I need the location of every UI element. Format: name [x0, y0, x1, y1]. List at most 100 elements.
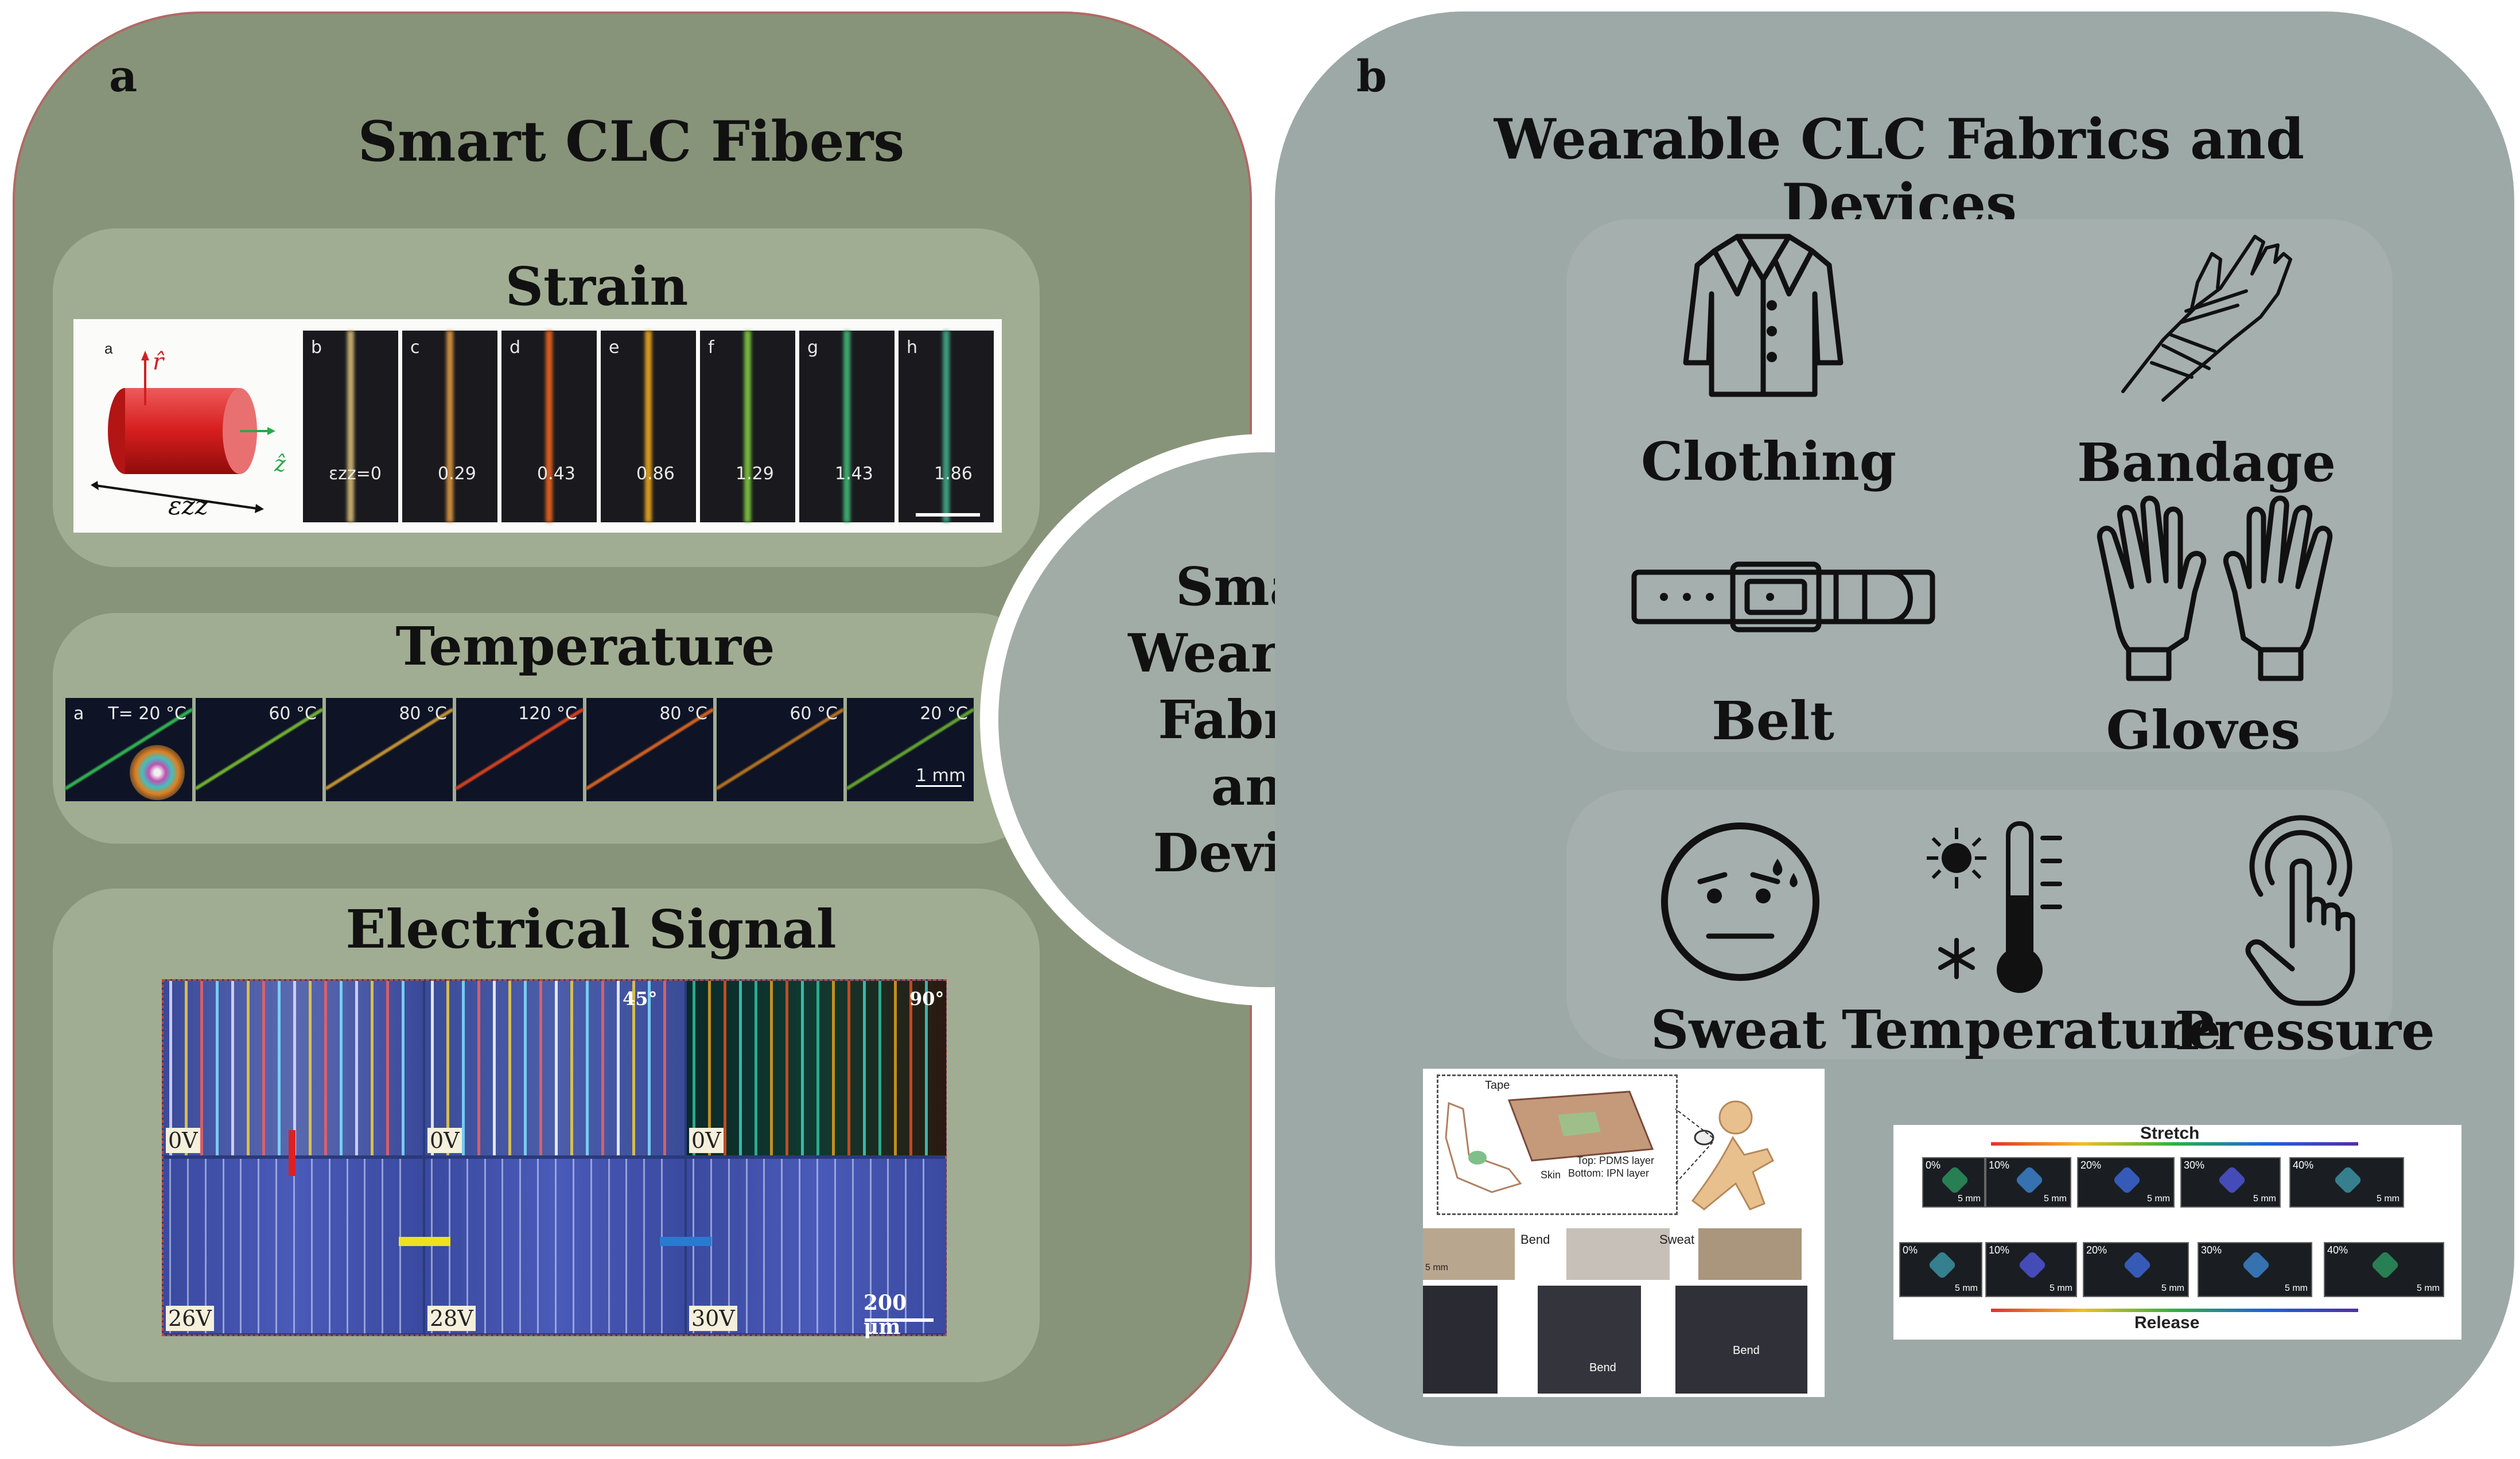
- stretch-percent: 40%: [2293, 1159, 2314, 1171]
- polarizer-angle-45: 45°: [623, 988, 658, 1010]
- stripe-line: [847, 981, 850, 1155]
- bend-label-1: Bend: [1589, 1361, 1616, 1374]
- electrical-panel: 0V: [687, 981, 946, 1155]
- sweat-photo-3: [1698, 1228, 1802, 1280]
- strain-frame: d 0.43: [501, 331, 597, 522]
- stripe-line: [340, 981, 343, 1155]
- stripe-line: [648, 981, 651, 1155]
- stretch-scale-label: 5 mm: [2285, 1283, 2308, 1293]
- panel-a-title: Smart CLC Fibers: [357, 109, 905, 174]
- strain-frame-letter: d: [510, 337, 521, 358]
- stripe-line: [501, 1159, 504, 1333]
- sweat-label: Sweat: [1650, 999, 1827, 1061]
- stretch-sample: [2112, 1165, 2142, 1195]
- stretch-percent: 20%: [2080, 1159, 2102, 1171]
- bend-photo-1: [1423, 1286, 1498, 1394]
- bend-arrow-label: Bend: [1520, 1232, 1550, 1247]
- temperature-frame-value: 60 °C: [790, 704, 838, 724]
- stripe-line: [493, 981, 496, 1155]
- stripe-line: [693, 981, 695, 1155]
- stretch-sample: [2217, 1165, 2246, 1195]
- stretch-scale-label: 5 mm: [2377, 1194, 2400, 1204]
- temperature-frame-value: 80 °C: [399, 704, 447, 724]
- strain-frame-value: 0.86: [636, 464, 675, 484]
- stripe-line: [200, 981, 203, 1155]
- stripe-line: [431, 1159, 433, 1333]
- belt-icon: [1631, 561, 1935, 633]
- stretch-frame: 0%5 mm: [1922, 1157, 1985, 1208]
- bend-photo-3: [1675, 1286, 1807, 1394]
- r-hat-label: r̂: [153, 349, 164, 375]
- stripe-line: [293, 1159, 295, 1333]
- stripe-line: [216, 981, 219, 1155]
- stripe-line: [832, 981, 835, 1155]
- stripe-line: [770, 981, 773, 1155]
- voltage-label: 0V: [166, 1128, 200, 1153]
- bandage-icon: [2121, 235, 2292, 402]
- sweat-photo-2: [1566, 1228, 1670, 1280]
- strain-frame-value: 0.29: [438, 464, 476, 484]
- stretch-frame: 0%5 mm: [1899, 1242, 1982, 1297]
- stripe-line: [231, 981, 234, 1155]
- stripe-line: [324, 981, 327, 1155]
- stripe-line: [382, 1159, 384, 1333]
- stripe-line: [293, 981, 296, 1155]
- stripe-line: [328, 1159, 330, 1333]
- stripe-line: [816, 1159, 818, 1333]
- stripe-line: [878, 981, 881, 1155]
- strain-frame-letter: g: [807, 337, 819, 358]
- strain-frame-value: 1.29: [736, 464, 774, 484]
- stripe-line: [371, 981, 374, 1155]
- bottom-layer-label: Bottom: IPN layer: [1568, 1167, 1650, 1179]
- temperature-frame: 80 °C: [585, 698, 714, 801]
- stripe-line: [851, 1159, 854, 1333]
- stripe-line: [310, 1159, 313, 1333]
- strain-frame-value: 0.43: [537, 464, 575, 484]
- stripe-line: [258, 1159, 260, 1333]
- fiber-line: [943, 331, 950, 522]
- stripe-line: [708, 981, 711, 1155]
- temperature-frame-value: 60 °C: [269, 704, 317, 724]
- stretch-percent: 30%: [2184, 1159, 2205, 1171]
- stretch-frame: 40%5 mm: [2324, 1242, 2444, 1297]
- conoscopic-inset: [130, 745, 185, 800]
- stripe-line: [739, 981, 742, 1155]
- sweat-arrow-label: Sweat: [1659, 1232, 1695, 1247]
- stretch-scale-label: 5 mm: [2050, 1283, 2072, 1293]
- stripe-line: [508, 981, 511, 1155]
- stripe-line: [834, 1159, 836, 1333]
- fiber-line: [347, 331, 354, 522]
- voltage-label: 0V: [427, 1128, 462, 1153]
- polarizer-angle-90: 90°: [909, 988, 944, 1010]
- strain-scale-bar: [916, 513, 980, 517]
- stripe-line: [539, 981, 542, 1155]
- garments-box: [1566, 219, 2393, 752]
- electrical-panel: 0V: [164, 981, 423, 1155]
- fiber-line: [744, 331, 751, 522]
- stripe-line: [386, 981, 389, 1155]
- sweat-scale-label: 5 mm: [1425, 1263, 1448, 1272]
- stripe-line: [632, 981, 635, 1155]
- stripe-line: [785, 981, 788, 1155]
- stripe-line: [799, 1159, 801, 1333]
- stripe-line: [448, 1159, 450, 1333]
- stripe-line: [755, 981, 757, 1155]
- stripe-line: [185, 981, 188, 1155]
- stretch-sample: [2122, 1250, 2152, 1280]
- stripe-line: [816, 981, 819, 1155]
- stripe-line: [462, 981, 465, 1155]
- stripe-line: [524, 981, 527, 1155]
- stripe-line: [275, 1159, 278, 1333]
- stretch-scale-label: 5 mm: [2161, 1283, 2184, 1293]
- stripe-line: [355, 981, 358, 1155]
- stripe-line: [745, 1159, 748, 1333]
- stripe-line: [278, 981, 281, 1155]
- stretch-percent: 10%: [1989, 1159, 2010, 1171]
- stretch-percent: 0%: [1903, 1244, 1918, 1256]
- sweat-sensor-diagram: [1445, 1091, 1774, 1210]
